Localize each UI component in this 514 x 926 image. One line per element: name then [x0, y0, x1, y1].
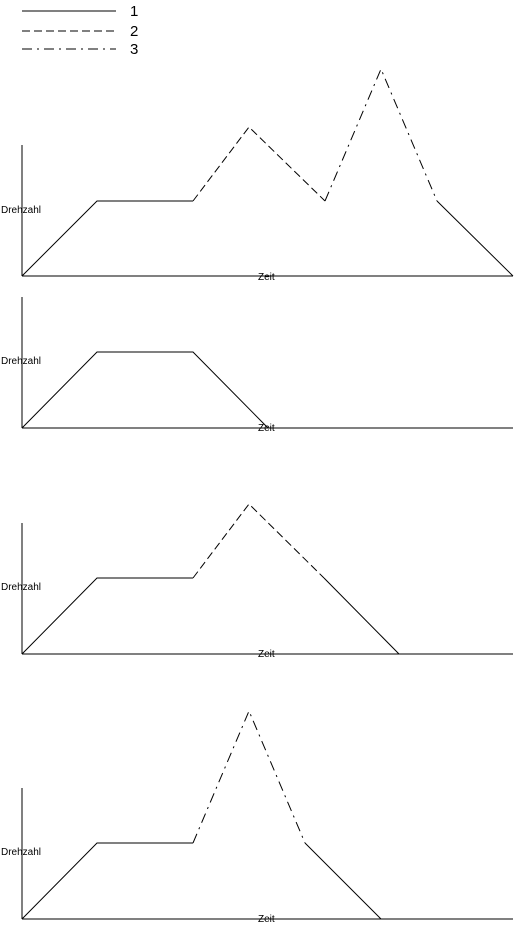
- y-axis-label: Drehzahl: [1, 847, 41, 858]
- curve-segment-solid: [21, 842, 193, 920]
- legend-label-3: 3: [130, 41, 138, 58]
- legend-entry-3: 3: [22, 41, 138, 58]
- curve-segment-dashdot: [192, 709, 306, 844]
- x-axis-label: Zeit: [258, 423, 275, 434]
- curve-segment-solid: [323, 577, 400, 655]
- curve-segment-solid: [21, 351, 269, 429]
- curve-segment-solid: [436, 200, 514, 277]
- panel-2: Drehzahl Zeit: [1, 297, 513, 434]
- legend-entry-2: 2: [22, 23, 138, 40]
- x-axis-label: Zeit: [258, 649, 275, 660]
- curve-segment-dashdot: [324, 67, 438, 202]
- panel-4: Drehzahl Zeit: [1, 709, 513, 925]
- legend-label-1: 1: [130, 3, 138, 20]
- legend-entry-1: 1: [22, 3, 138, 20]
- x-axis-label: Zeit: [258, 914, 275, 925]
- y-axis-label: Drehzahl: [1, 205, 41, 216]
- y-axis-label: Drehzahl: [1, 582, 41, 593]
- x-axis-label: Zeit: [258, 272, 275, 283]
- legend: 1 2 3: [22, 3, 138, 58]
- legend-label-2: 2: [130, 23, 138, 40]
- panel-1: Drehzahl Zeit: [1, 67, 514, 283]
- curve-segment-dashed: [192, 503, 325, 579]
- curve-segment-solid: [21, 577, 193, 655]
- panel-3: Drehzahl Zeit: [1, 503, 513, 660]
- curve-segment-solid: [304, 842, 382, 920]
- y-axis-label: Drehzahl: [1, 356, 41, 367]
- curve-segment-solid: [21, 200, 193, 277]
- curve-segment-dashed: [192, 126, 326, 202]
